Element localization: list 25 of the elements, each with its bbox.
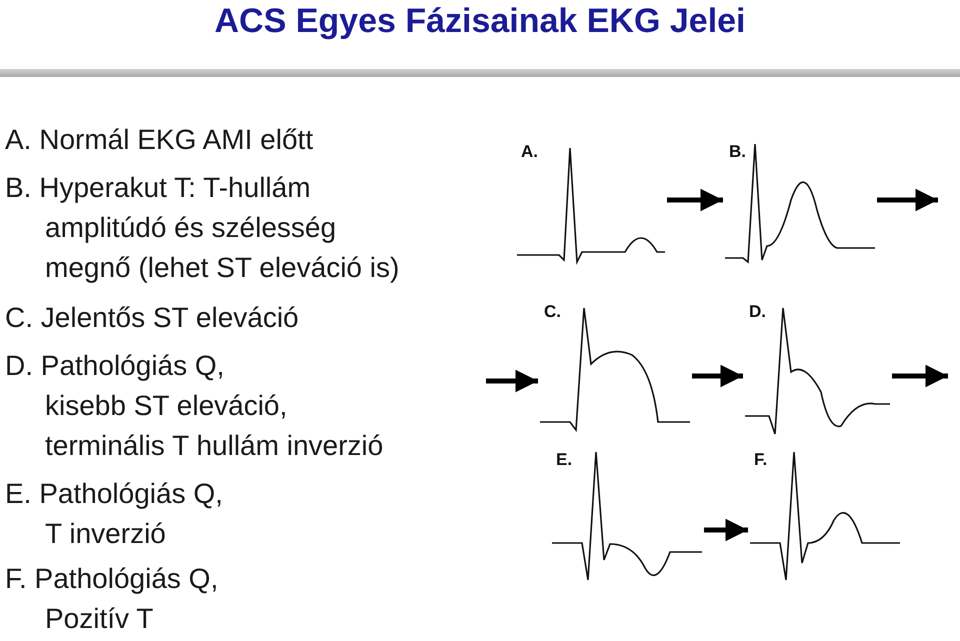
arrow (877, 188, 938, 212)
list-text: Pozitív T (45, 603, 154, 635)
list-text: kisebb ST eleváció, (45, 390, 288, 422)
list-text: amplitúdó és szélesség (45, 212, 336, 244)
arrow (704, 518, 748, 542)
arrow (486, 370, 538, 392)
list-text: megnő (lehet ST eleváció is) (45, 252, 400, 284)
list-text: terminális T hullám inverzió (45, 430, 384, 462)
panel-letter: A. (521, 142, 538, 162)
panel-letter: E. (556, 450, 572, 470)
arrow (692, 364, 743, 388)
slide-title: ACS Egyes Fázisainak EKG Jelei (213, 1, 747, 41)
list-text: E. Pathológiás Q, (5, 478, 223, 510)
panel-letter: D. (749, 302, 766, 322)
list-text: A. Normál EKG AMI előtt (5, 124, 314, 156)
list-text: C. Jelentős ST eleváció (5, 302, 299, 334)
list-text: B. Hyperakut T: T-hullám (5, 172, 311, 204)
arrow (892, 364, 948, 388)
list-text: D. Pathológiás Q, (5, 350, 224, 382)
panel-letter: F. (754, 450, 768, 470)
panel-letter: C. (544, 302, 561, 322)
list-text: F. Pathológiás Q, (5, 563, 218, 595)
list-text: T inverzió (45, 518, 166, 550)
arrow (667, 188, 723, 212)
panel-letter: B. (729, 142, 746, 162)
